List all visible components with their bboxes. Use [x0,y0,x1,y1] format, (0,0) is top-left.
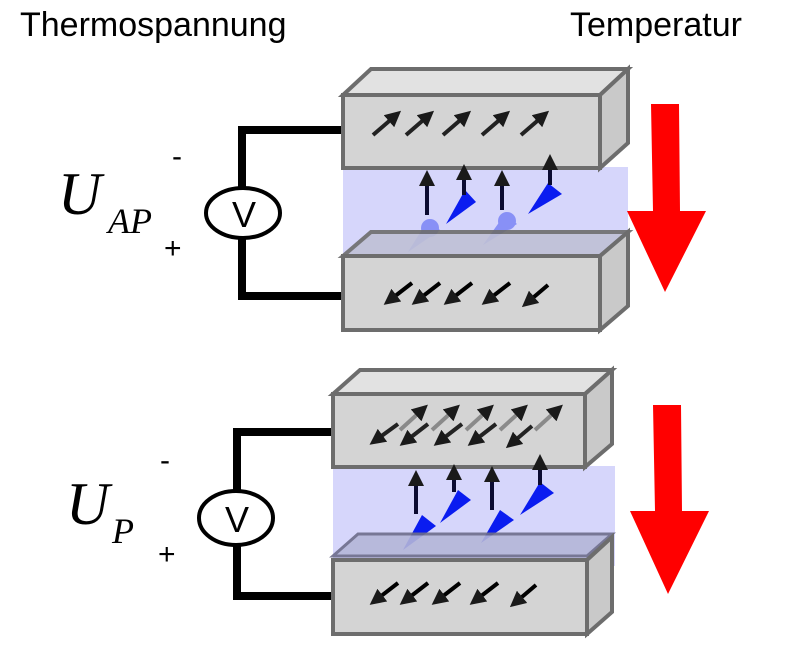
voltage-subscript-p: P [112,511,134,551]
voltmeter-icon [204,186,282,240]
top-magnetization-arrows [369,404,563,449]
voltage-symbol-p: U [66,471,110,537]
plus-sign: + [164,232,182,265]
voltmeter-icon [197,489,275,547]
bottom-magnetization-arrows [383,281,550,308]
voltmeter-label: V [232,194,257,235]
panel-antiparallel [204,64,706,335]
temperature-gradient-arrow [627,104,706,292]
bottom-ferromagnet-block [329,532,616,639]
minus-sign: - [172,140,182,173]
panel-parallel [197,365,709,639]
temperatur-title: Temperatur [570,6,742,44]
minus-sign: - [160,444,170,477]
top-ferromagnet-block [337,64,634,173]
top-ferromagnet-block [327,365,618,472]
voltage-subscript-ap: AP [108,201,152,241]
bottom-ferromagnet-block [337,227,634,335]
circuit-wire [233,428,333,600]
voltage-symbol-ap: U [58,161,102,227]
top-magnetization-arrows [371,110,550,137]
temperature-gradient-arrow [630,405,709,594]
thermospannung-title: Thermospannung [20,6,287,44]
bottom-magnetization-arrows [369,581,538,608]
circuit-wire [238,126,343,300]
voltmeter-label: V [225,499,250,540]
plus-sign: + [158,538,176,571]
